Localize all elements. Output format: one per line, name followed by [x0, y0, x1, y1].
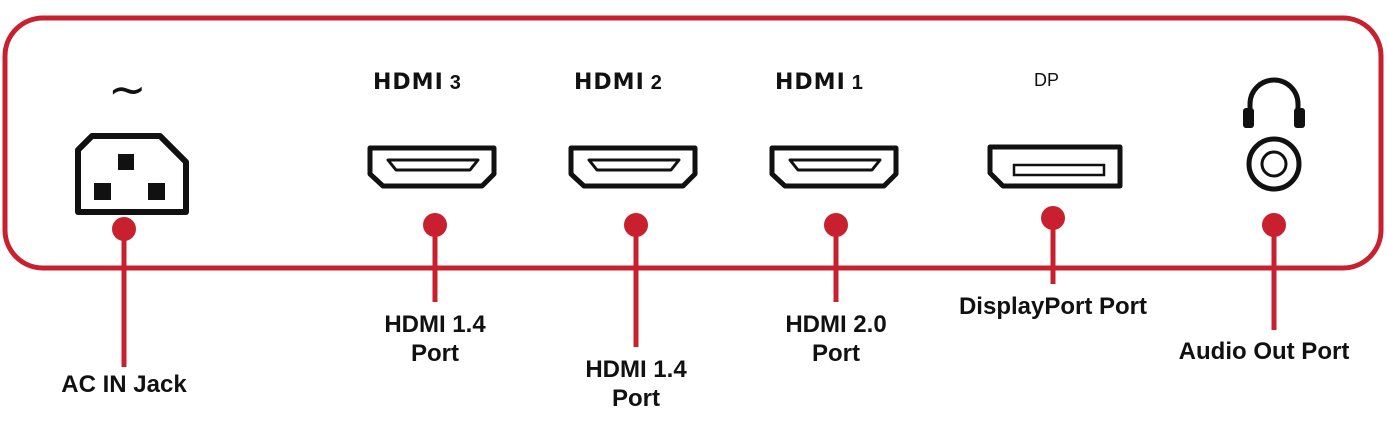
label-line: Port [812, 340, 860, 367]
audio-jack-icon [1246, 136, 1302, 192]
displayport-icon [987, 144, 1123, 189]
callout-audio [1262, 213, 1286, 330]
callout-hdmi3 [423, 213, 447, 302]
label-hdmi1: HDMI 2.0 Port [756, 310, 916, 368]
label-line: HDMI 1.4 [384, 311, 486, 338]
hdmi-number: 3 [449, 72, 461, 94]
dp-logo: DP [1034, 70, 1060, 90]
label-ac-in-jack: AC IN Jack [34, 370, 214, 399]
hdmi-logo-text: HDMI [373, 70, 444, 95]
callout-hdmi2 [624, 213, 648, 347]
rear-panel-outline [2, 15, 1384, 271]
label-line: Port [612, 385, 660, 412]
label-line: HDMI 2.0 [785, 311, 887, 338]
label-displayport: DisplayPort Port [938, 292, 1168, 321]
headphone-icon [1243, 77, 1305, 128]
label-hdmi3: HDMI 1.4 Port [355, 310, 515, 368]
hdmi-number: 1 [851, 72, 863, 94]
callout-ac [112, 217, 136, 367]
hdmi-number: 2 [650, 72, 662, 94]
label-line: Port [411, 340, 459, 367]
label-line: DisplayPort Port [958, 293, 1148, 320]
hdmi-2-port-icon [568, 145, 698, 189]
hdmi-3-port-icon [367, 145, 497, 189]
hdmi-logo-text: HDMI [775, 70, 846, 95]
label-audio-out: Audio Out Port [1144, 337, 1384, 366]
callout-dp [1041, 206, 1065, 284]
label-line: AC IN Jack [61, 371, 187, 398]
hdmi-logo-text: HDMI [574, 70, 645, 95]
label-hdmi2: HDMI 1.4 Port [556, 355, 716, 413]
label-line: Audio Out Port [1178, 338, 1350, 365]
hdmi-1-port-icon [769, 145, 899, 189]
ac-symbol: ~ [108, 62, 147, 116]
ac-power-socket-icon [75, 133, 189, 215]
label-line: HDMI 1.4 [585, 356, 687, 383]
callout-hdmi1 [824, 213, 848, 302]
